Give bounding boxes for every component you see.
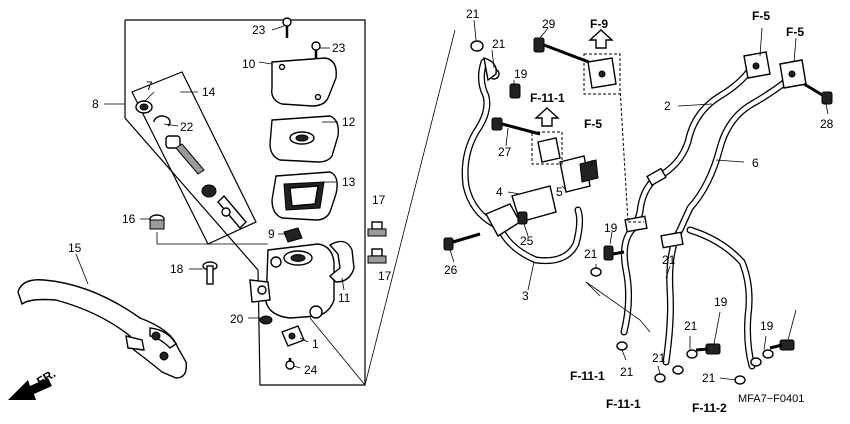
- piston-kit-frame: [131, 71, 257, 245]
- ref-f11-1: F-11-1: [606, 397, 641, 411]
- hose-stay-5: [559, 155, 599, 193]
- brake-hose-3: [461, 58, 584, 265]
- leaders-right: [449, 19, 829, 381]
- callout-12: 12: [342, 115, 356, 129]
- hose-clamp-right: [779, 59, 807, 89]
- callout-19: 19: [514, 67, 528, 81]
- callout-21: 21: [652, 351, 666, 365]
- callout-10: 10: [242, 57, 256, 71]
- callout-19: 19: [714, 295, 728, 309]
- callout-17: 17: [378, 269, 392, 283]
- leaders-left: [75, 25, 345, 369]
- screw-20: [259, 315, 273, 325]
- callout-29: 29: [542, 17, 556, 31]
- callout-21: 21: [684, 319, 698, 333]
- callout-23: 23: [252, 23, 266, 37]
- callout-6: 6: [752, 156, 759, 170]
- callout-22: 22: [180, 120, 194, 134]
- master-cylinder-body: [249, 243, 335, 319]
- callout-21: 21: [466, 7, 480, 21]
- ref-f5: F-5: [584, 117, 602, 131]
- callout-21: 21: [620, 365, 634, 379]
- callout-13: 13: [342, 175, 356, 189]
- callout-4: 4: [496, 185, 503, 199]
- callout-20: 20: [230, 312, 244, 326]
- bolt-26: [443, 232, 481, 251]
- callout-21: 21: [492, 37, 506, 51]
- callout-18: 18: [170, 262, 184, 276]
- brake-hose-2: [620, 66, 754, 336]
- callout-11: 11: [338, 291, 351, 305]
- front-direction-arrow: [8, 378, 52, 400]
- callout-3: 3: [522, 289, 529, 303]
- hose-holder-top: [587, 57, 617, 89]
- callout-15: 15: [68, 241, 82, 255]
- switch-1: [281, 325, 305, 347]
- callout-26: 26: [444, 263, 458, 277]
- callout-21: 21: [584, 247, 598, 261]
- ref-f11-1: F-11-1: [570, 369, 605, 383]
- brake-hose-6: [662, 76, 792, 366]
- ref-f9: F-9: [590, 17, 608, 31]
- callout-14: 14: [202, 85, 216, 99]
- diaphragm-plate-12: [269, 115, 340, 163]
- reservoir-cap-10: [271, 57, 337, 107]
- diagram-code: MFA7−F0401: [738, 393, 804, 405]
- callout-7: 7: [146, 79, 153, 93]
- callout-9: 9: [268, 227, 275, 241]
- callout-21: 19: [760, 319, 774, 333]
- pivot-pin-18: [202, 261, 218, 285]
- ref-f5: F-5: [786, 25, 804, 39]
- reference-labels: F-9 F-5 F-5 F-5 F-11-1 F-11-1 F-11-1 F-1…: [530, 9, 804, 415]
- bolt-29: [533, 37, 595, 66]
- callout-17: 17: [372, 193, 386, 207]
- ref-f11-1: F-11-1: [530, 91, 565, 105]
- brake-hose-branch: [686, 226, 756, 370]
- callout-23: 23: [332, 41, 346, 55]
- piston-kit-parts: [135, 100, 247, 230]
- callout-28: 28: [820, 117, 834, 131]
- banjo-lower-right: [734, 339, 795, 385]
- clamp-holder-11: [328, 240, 355, 283]
- reference-boxes: [531, 29, 644, 223]
- ref-f5: F-5: [752, 9, 770, 23]
- diaphragm-13: [271, 171, 338, 221]
- part-callouts: 23 23 10 8 7 14 22 12 13 16 17 9 17 15 1…: [68, 7, 834, 385]
- banjo-lower-mid: [654, 343, 721, 383]
- callout-21: 21: [662, 253, 676, 267]
- hose-joint-blocks: [624, 167, 684, 249]
- callout-1: 1: [312, 337, 319, 351]
- master-cylinder-frame: [124, 19, 456, 386]
- ref-f11-2: F-11-2: [692, 401, 727, 415]
- callout-27: 27: [498, 145, 512, 159]
- hose-clamp-left: [743, 51, 771, 79]
- callout-16: 16: [122, 212, 136, 226]
- callout-2: 2: [664, 99, 671, 113]
- brake-lever-15: [17, 279, 187, 379]
- callout-8: 8: [92, 97, 99, 111]
- callout-5: 5: [556, 185, 563, 199]
- screw-23-top: [282, 17, 292, 38]
- clip-9: [283, 227, 303, 243]
- bolt-17-lower: [367, 248, 387, 264]
- callout-21: 21: [702, 371, 716, 385]
- callout-24: 24: [304, 363, 318, 377]
- bolt-25: [517, 211, 528, 225]
- hose-holder-center: [537, 137, 561, 163]
- pivot-bolt-16: [149, 214, 165, 230]
- callout-25: 25: [520, 234, 534, 248]
- screw-24: [285, 358, 295, 370]
- bolt-28: [803, 82, 833, 105]
- callout-19: 19: [604, 221, 618, 235]
- bolt-17-upper: [367, 221, 387, 237]
